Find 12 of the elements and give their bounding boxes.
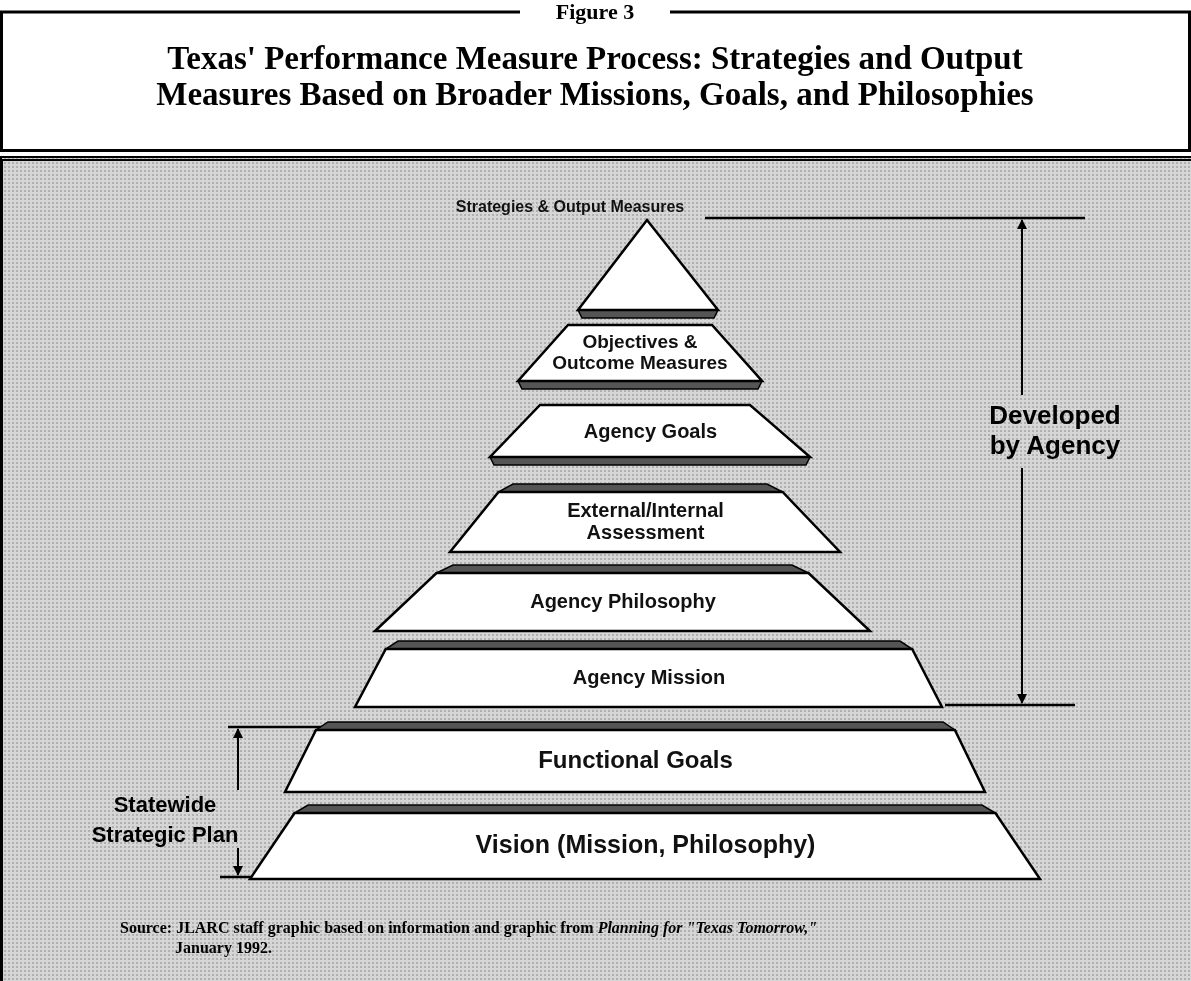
source-note: Source: JLARC staff graphic based on information and graphic from Planning for "Texas Tomorrow," January 1992. [120,918,819,958]
bracket-label: Developed by Agency [988,400,1122,460]
bracket-label: Statewide Strategic Plan [90,791,240,849]
figure-title: Texas' Performance Measure Process: Strategies and Output Measures Based on Broader Missions, Goals, and Philosophies [155,40,1035,112]
tier-label: External/Internal Assessment [566,499,725,543]
tier-label: Strategies & Output Measures [455,198,685,216]
tier-label: Functional Goals [538,746,733,774]
tier-label: Agency Philosophy [530,590,716,612]
tier-label: Vision (Mission, Philosophy) [475,831,816,859]
tier-label: Agency Goals [583,420,718,442]
tier-label: Objectives & Outcome Measures [551,332,729,374]
tier-label: Agency Mission [572,666,726,688]
